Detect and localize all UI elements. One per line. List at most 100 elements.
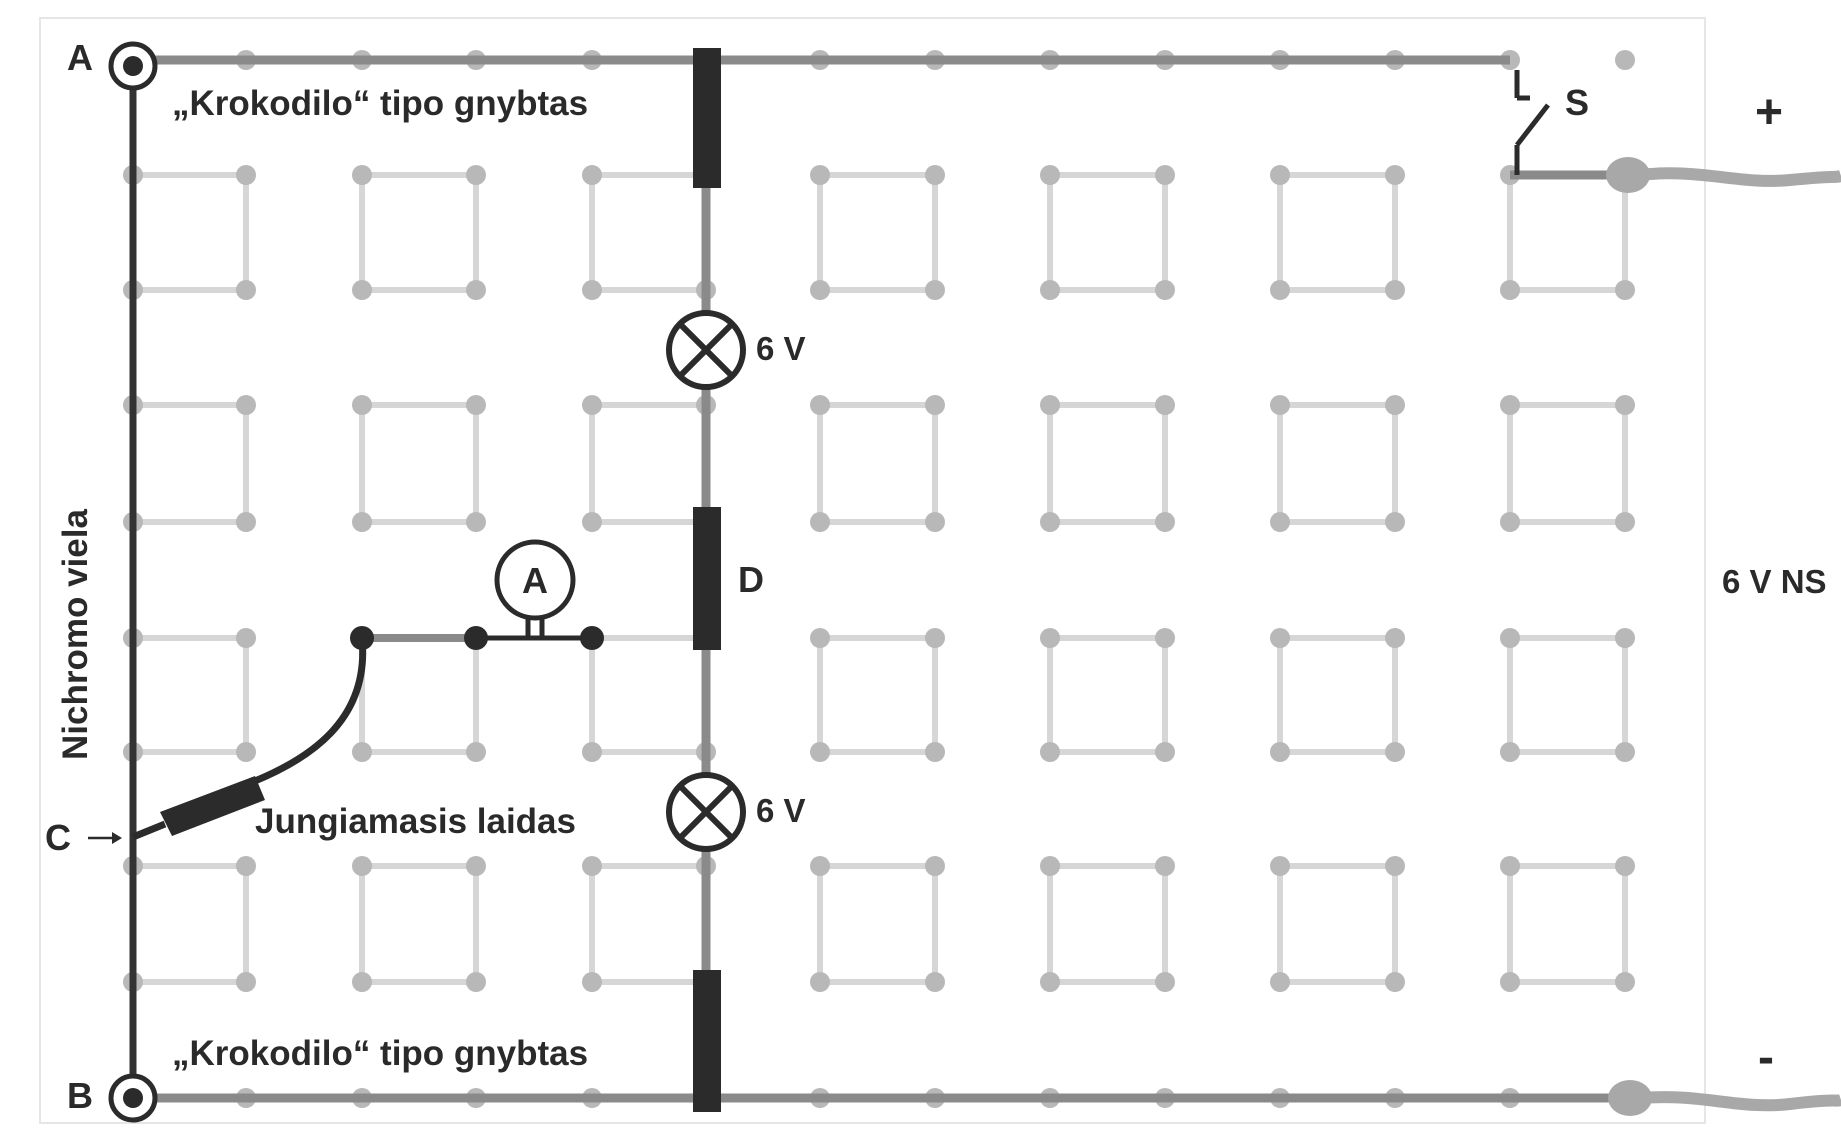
grid-terminal (810, 742, 830, 762)
grid-terminal (352, 512, 372, 532)
grid-cell (817, 402, 938, 525)
grid-terminal (236, 972, 256, 992)
grid-terminal (1500, 856, 1520, 876)
label-minus: - (1758, 1031, 1774, 1084)
grid-terminal (1040, 628, 1060, 648)
grid-terminal (466, 856, 486, 876)
grid-terminal (925, 395, 945, 415)
grid-terminal (236, 165, 256, 185)
label-ammeter: A (522, 560, 548, 601)
grid-terminal (925, 742, 945, 762)
crocodile-clip[interactable] (131, 776, 265, 841)
grid-terminal (810, 856, 830, 876)
grid-terminal (925, 972, 945, 992)
grid-terminal (352, 165, 372, 185)
negative-lead (1608, 1080, 1841, 1116)
grid-terminal (1040, 512, 1060, 532)
grid-terminal (236, 512, 256, 532)
grid-terminal (236, 395, 256, 415)
grid-terminal (582, 742, 602, 762)
diode[interactable] (693, 507, 721, 650)
lamp-bottom[interactable] (666, 772, 746, 852)
grid-terminal (236, 856, 256, 876)
grid-terminal (1385, 972, 1405, 992)
grid-terminal (352, 280, 372, 300)
grid-terminal (582, 972, 602, 992)
grid-terminal (810, 280, 830, 300)
grid-terminal (466, 512, 486, 532)
grid-terminal (925, 165, 945, 185)
grid-terminal (1040, 856, 1060, 876)
grid-terminal (352, 856, 372, 876)
grid-terminal (466, 972, 486, 992)
grid-terminal (1270, 395, 1290, 415)
grid-terminal (1270, 280, 1290, 300)
grid-terminal (925, 856, 945, 876)
label-point-a: A (67, 37, 93, 78)
switch[interactable] (1514, 70, 1550, 175)
grid-terminal (1385, 165, 1405, 185)
grid-cell (359, 172, 479, 293)
grid-terminal (466, 395, 486, 415)
grid-terminal (1270, 628, 1290, 648)
grid-cell (1277, 172, 1398, 293)
grid-terminal (1385, 280, 1405, 300)
grid-terminal (466, 165, 486, 185)
grid-cell (817, 635, 938, 755)
breadboard (39, 17, 1706, 1124)
grid-terminal (1615, 628, 1635, 648)
connector-top (693, 48, 721, 188)
grid-terminal (582, 165, 602, 185)
grid-cell (1047, 172, 1168, 293)
grid-terminal (1270, 856, 1290, 876)
arrow-c (88, 832, 122, 844)
terminal-b[interactable] (108, 1073, 158, 1123)
grid-cell (1277, 863, 1398, 985)
label-switch: S (1565, 82, 1589, 123)
grid-cell (817, 172, 938, 293)
grid-terminal (1615, 742, 1635, 762)
label-lead: Jungiamasis laidas (255, 802, 576, 841)
grid-terminal (582, 512, 602, 532)
grid-cell (817, 863, 938, 985)
grid-terminal (1270, 512, 1290, 532)
grid-terminal (1615, 395, 1635, 415)
label-clip-bottom: „Krokodilo“ tipo gnybtas (172, 1034, 588, 1073)
terminal-a[interactable] (108, 41, 158, 91)
grid-terminal (1385, 856, 1405, 876)
grid-terminal (352, 742, 372, 762)
grid-terminal (810, 512, 830, 532)
connecting-lead (243, 637, 367, 789)
grid-terminal (1040, 972, 1060, 992)
grid-terminal (466, 742, 486, 762)
label-supply: 6 V NS (1722, 563, 1827, 600)
grid-terminal (1155, 395, 1175, 415)
grid-cell (1277, 635, 1398, 755)
grid-cell (1047, 635, 1168, 755)
grid-terminal (1500, 742, 1520, 762)
grid-terminal (1500, 395, 1520, 415)
grid-terminal (466, 280, 486, 300)
grid-terminal (1270, 972, 1290, 992)
grid-terminal (1155, 742, 1175, 762)
rail-terminal (1615, 50, 1635, 70)
grid-terminal (925, 512, 945, 532)
grid-terminal (1615, 972, 1635, 992)
grid-terminal (236, 628, 256, 648)
label-diode: D (738, 559, 764, 600)
grid-terminal (582, 395, 602, 415)
grid-terminal (1500, 628, 1520, 648)
grid-cell (1047, 402, 1168, 525)
label-plus: + (1755, 86, 1783, 139)
grid-terminal (1155, 165, 1175, 185)
grid-terminal (236, 742, 256, 762)
grid-terminal (352, 972, 372, 992)
grid-cell (359, 863, 479, 985)
grid-terminal (1500, 280, 1520, 300)
grid-terminal (1270, 742, 1290, 762)
grid-terminal (352, 395, 372, 415)
positive-lead (1606, 157, 1841, 193)
lamp-top[interactable] (666, 310, 746, 390)
grid-terminal (1155, 280, 1175, 300)
ammeter[interactable] (464, 539, 604, 650)
